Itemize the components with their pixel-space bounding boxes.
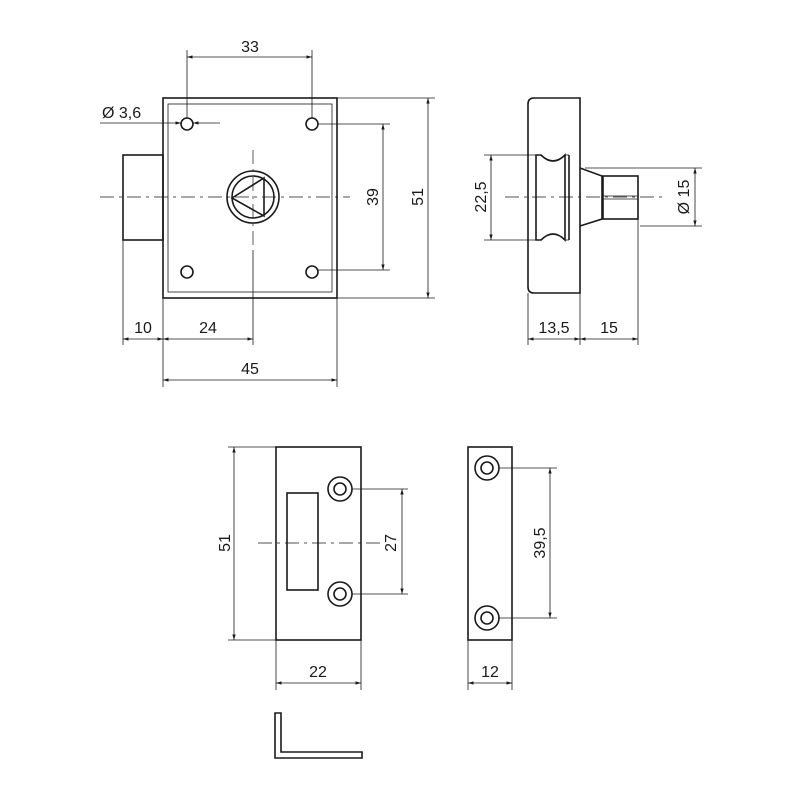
dim-strike-height: 51 [217, 534, 234, 552]
dim-groove: 22,5 [473, 181, 490, 212]
dim-hole-vertical: 39 [365, 188, 382, 206]
dim-strike-side-width: 12 [481, 664, 499, 681]
dim-shaft-length: 15 [600, 320, 618, 337]
dim-hole-diameter: Ø 3,6 [102, 105, 141, 122]
dim-width: 45 [241, 361, 259, 378]
lock-side-view: 22,5 Ø 15 13,5 15 [473, 97, 702, 345]
lock-front-view: 33 Ø 3,6 39 51 10 24 45 [100, 39, 435, 387]
dim-cylinder: 10 [134, 320, 152, 337]
dim-body-depth: 13,5 [538, 320, 569, 337]
dim-strike-side-pitch: 39,5 [532, 527, 549, 558]
screw-holes [180, 117, 319, 279]
dim-strike-hole-pitch: 27 [383, 534, 400, 552]
strike-plate-side-view: 39,5 12 [467, 446, 557, 690]
dim-hole-pitch: 33 [241, 39, 259, 56]
dim-height: 51 [410, 188, 427, 206]
l-bracket [274, 712, 363, 759]
dim-strike-width: 22 [309, 664, 327, 681]
strike-plate-front-view: 51 27 22 [217, 446, 408, 690]
dim-backset: 24 [199, 320, 217, 337]
dim-shaft-diameter: Ø 15 [676, 180, 693, 215]
